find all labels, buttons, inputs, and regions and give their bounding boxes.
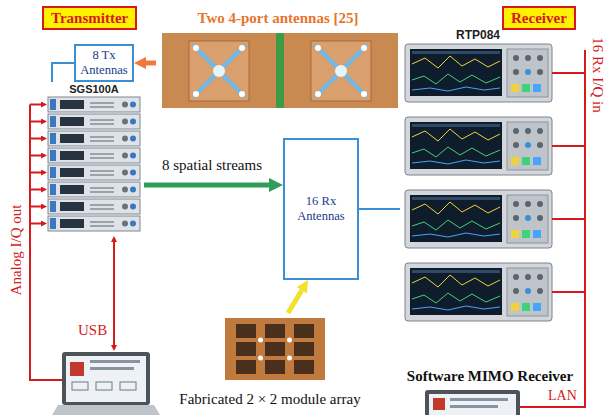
oscilloscope-stack: RTP084 (400, 28, 556, 324)
section-tag: Transmitter (42, 6, 137, 30)
device-model: RTP084 (456, 29, 500, 42)
signal-generator (48, 216, 140, 231)
generator-rack: SGS100A (44, 82, 144, 234)
connector (144, 183, 269, 188)
oscilloscope (405, 44, 552, 102)
connector (288, 290, 302, 313)
section-tag: Receiver (502, 6, 576, 30)
device-model: SGS100A (69, 83, 119, 96)
antenna-box: 8 Tx Antennas (74, 44, 134, 82)
signal-generator (48, 114, 140, 129)
signal-label: Analog I/Q out (8, 205, 25, 296)
array-photo: Fabricated 2 × 2 module array (160, 313, 380, 410)
section-title: Receiver (511, 9, 567, 27)
section-title: Transmitter (51, 9, 128, 27)
interface-label: LAN (548, 388, 577, 404)
signal-generator (48, 182, 140, 197)
oscilloscope (405, 263, 552, 321)
connector (52, 63, 74, 82)
signal-label: 16 Rx I/Q in (589, 37, 606, 112)
antenna-box: 16 Rx Antennas (283, 138, 359, 280)
rx-array-photo (225, 318, 325, 380)
photo-caption: Fabricated 2 × 2 module array (179, 390, 360, 408)
connector (146, 61, 156, 66)
laptop (425, 390, 520, 415)
connector (359, 208, 400, 210)
signal-generator (48, 165, 140, 180)
antenna-photo: Two 4-port antennas [25] (156, 5, 400, 110)
iq-wiring (30, 105, 114, 381)
photo-caption: Two 4-port antennas [25] (198, 9, 359, 27)
software-label: Software MIMO Receiver (400, 368, 580, 385)
oscilloscope (405, 190, 552, 248)
interface-label: USB (78, 322, 107, 339)
iq-wiring (520, 50, 585, 407)
signal-generator (48, 131, 140, 146)
signal-generator (48, 199, 140, 214)
signal-generator (48, 97, 140, 112)
oscilloscope (405, 117, 552, 175)
box-label: 16 Rx Antennas (287, 194, 355, 224)
edge-label: 8 spatial streams (160, 157, 264, 174)
tx-antenna-photo (162, 33, 398, 108)
box-label: 8 Tx Antennas (78, 48, 130, 78)
signal-generator (48, 148, 140, 163)
laptop (52, 352, 160, 415)
